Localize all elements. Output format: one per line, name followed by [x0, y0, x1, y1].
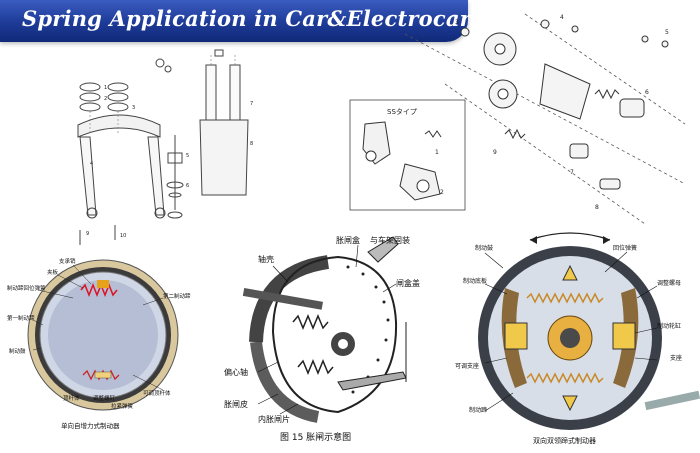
brake-label: 支座: [670, 354, 682, 362]
brake-label: 胀闸盒: [336, 235, 360, 245]
part-number: 8: [250, 141, 253, 147]
part-number: 1: [104, 85, 107, 91]
brake-label: 制动轮缸: [657, 322, 681, 330]
brake-label: 调整螺母: [657, 279, 681, 287]
brake-label: 胀闸皮: [224, 399, 248, 409]
brake-label: 拉紧弹簧: [111, 402, 134, 410]
callout-number: 8: [595, 204, 599, 211]
brake-label: 制动鼓: [9, 347, 26, 355]
brake-label: 闸盒盖: [396, 278, 420, 288]
part-number: 3: [132, 105, 135, 111]
expansion-brake-diagram: 胀闸盒 与车架固装 轴壳 闸盒盖 偏心轴 胀闸皮 内胀闸片 图 15 胀闸示意图: [218, 232, 430, 450]
diagram-caption: 图 15 胀闸示意图: [280, 431, 351, 443]
inset-label: SSタイプ: [387, 107, 417, 116]
brake-label: 制动底板: [463, 277, 487, 285]
brake-label: 制动蹄: [469, 406, 487, 414]
brake-label: 第一制动蹄: [7, 314, 35, 322]
callout-number: 9: [493, 149, 497, 156]
brake-label: 与车架固装: [370, 235, 410, 245]
brake-label: 调整螺钉: [93, 394, 116, 402]
callout-number: 2: [440, 189, 444, 196]
callout-number: 6: [645, 89, 649, 96]
brake-label: 制动蹄回位弹簧: [7, 284, 46, 292]
part-number: 2: [104, 96, 107, 102]
part-number: 9: [86, 231, 89, 237]
brake-label: 顶杆体: [63, 394, 80, 402]
diagram-caption: 双向双领蹄式制动器: [533, 436, 596, 445]
part-number: 10: [120, 233, 126, 239]
brake-label: 夹板: [47, 268, 59, 276]
single-servo-drum-brake-diagram: 支承销 夹板 制动蹄回位弹簧 第二制动蹄 第一制动蹄 制动鼓 顶杆体 调整螺钉 …: [3, 250, 203, 450]
brake-label: 偏心轴: [224, 367, 248, 377]
part-number: 6: [186, 183, 189, 189]
brake-label: 可调顶杆体: [143, 389, 171, 397]
callout-number: 3: [455, 19, 459, 26]
callout-number: 1: [435, 149, 439, 156]
title-banner: Spring Application in Car&Electrocar: [0, 0, 471, 42]
fork-exploded-diagram: 1 2 3 4 5 6 7 8 9 10: [60, 45, 275, 250]
callout-number: 7: [570, 169, 574, 176]
diagram-caption: 单向自增力式制动器: [61, 421, 120, 430]
brake-label: 第二制动蹄: [163, 292, 191, 300]
brake-label: 轴壳: [258, 254, 274, 264]
part-number: 5: [186, 153, 189, 159]
brake-label: 可调支座: [455, 362, 479, 370]
brake-label: 回位弹簧: [613, 244, 637, 252]
brake-label: 制动鼓: [475, 244, 493, 252]
part-number: 4: [90, 161, 93, 167]
brake-label: 内胀闸片: [258, 414, 290, 424]
dual-leading-shoe-brake-diagram: 制动鼓 回位弹簧 调整螺母 制动底板 制动轮缸 可调支座 支座 制动蹄 双向双领…: [445, 228, 700, 450]
part-number: 7: [250, 101, 253, 107]
callout-number: 5: [665, 29, 669, 36]
callout-number: 4: [560, 14, 564, 21]
derailleur-exploded-diagram: SSタイプ 1 2 3 4 5 6 7 8 9: [345, 4, 700, 244]
brake-label: 支承销: [59, 257, 76, 265]
banner-title: Spring Application in Car&Electrocar: [22, 6, 471, 31]
